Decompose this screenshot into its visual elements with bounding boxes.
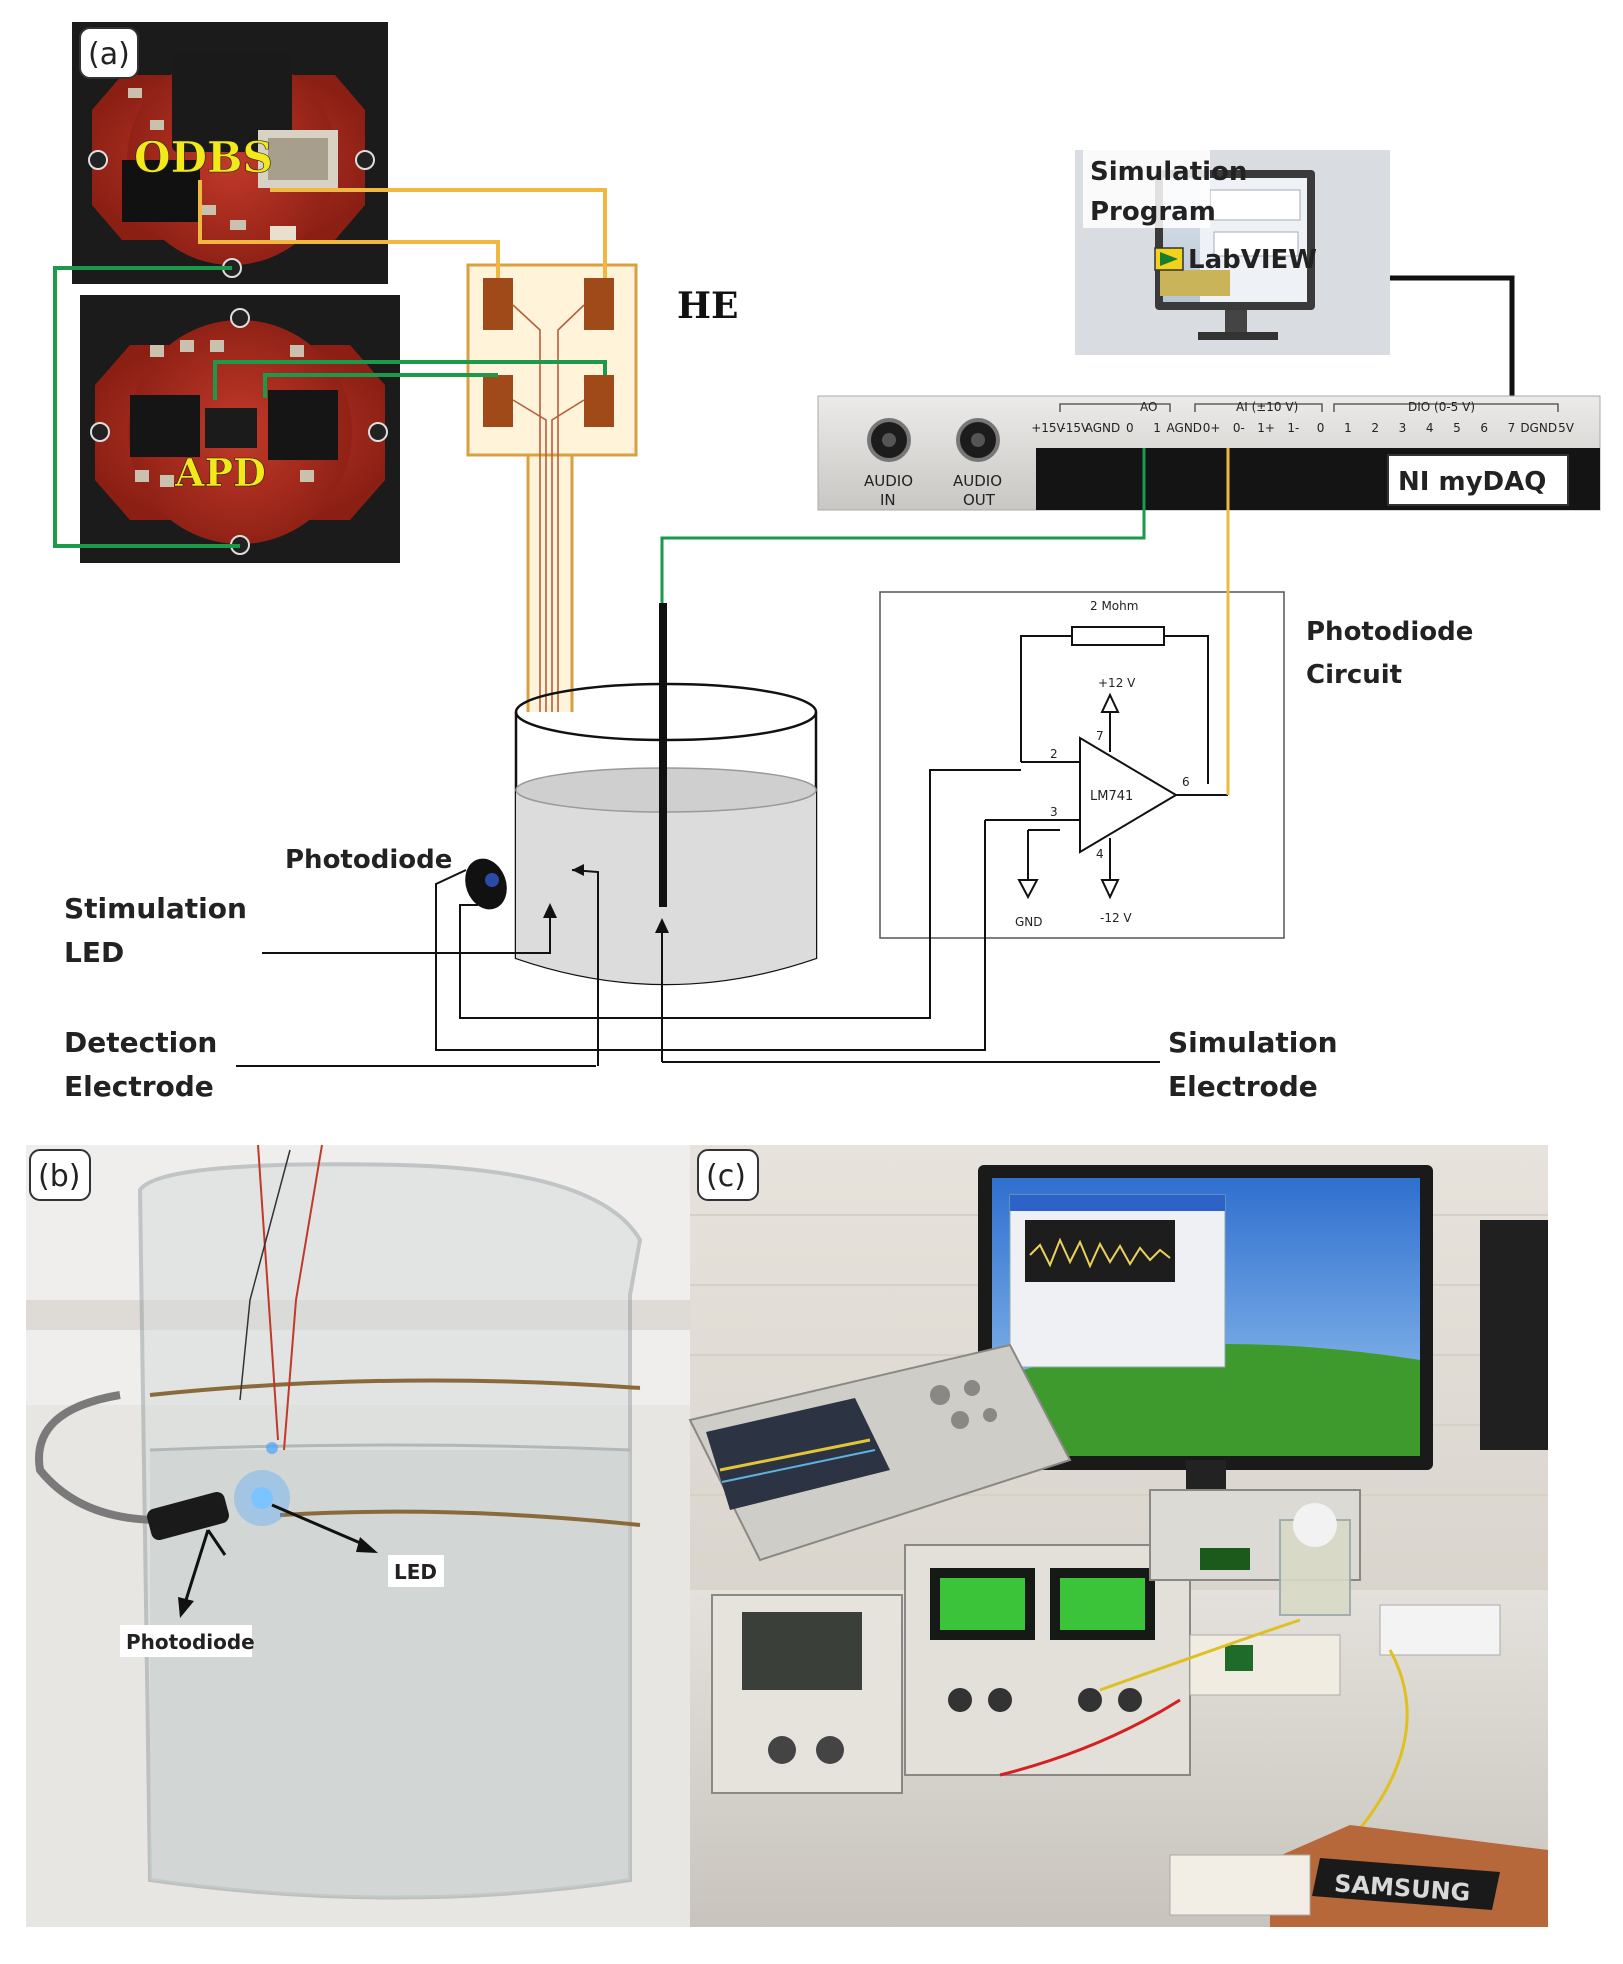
mydaq-pin-label: +15V [1031, 421, 1065, 435]
pin4-label: 4 [1096, 847, 1104, 861]
mydaq-pin-label: 7 [1508, 421, 1516, 435]
pin2-label: 2 [1050, 747, 1058, 761]
panel-c-label: (c) [706, 1159, 746, 1194]
photodiode-circuit [879, 591, 1285, 939]
photodiode-glyph [465, 858, 507, 910]
circuit-title-2: Circuit [1306, 660, 1402, 690]
mydaq-pin-label: 3 [1399, 421, 1407, 435]
photodiode-callout: Photodiode [285, 845, 452, 875]
board-wires [53, 180, 607, 548]
mydaq-pin-label: 1- [1287, 421, 1299, 435]
mydaq-pin-label: DGND [1520, 421, 1557, 435]
mydaq-pin-label: 1 [1153, 421, 1161, 435]
usb-cable [1390, 275, 1515, 396]
callout-arrowheads [543, 864, 669, 933]
labview-label: LabVIEW [1188, 245, 1317, 275]
mydaq-pin-label: 4 [1426, 421, 1434, 435]
mydaq-pin-label: AGND [1085, 421, 1121, 435]
apd-label: APD [174, 450, 266, 495]
labview-logo: LabVIEW [1154, 245, 1317, 275]
mydaq-pin-label: 1 [1344, 421, 1352, 435]
mydaq-pin-label: 5 [1453, 421, 1461, 435]
mydaq-group-ai: AI (±10 V) [1236, 400, 1298, 414]
mydaq-pin-label: 6 [1480, 421, 1488, 435]
mydaq-pin-label: 5V [1558, 421, 1575, 435]
opamp-label: LM741 [1090, 789, 1133, 804]
photo-b [26, 1144, 690, 1927]
panel-a-label: (a) [88, 37, 130, 72]
apd-board-photo [80, 295, 400, 563]
simulation-electrode [659, 603, 667, 907]
odbs-board-photo [72, 22, 388, 284]
det-el-callout-2: Electrode [64, 1070, 214, 1103]
pin6-label: 6 [1182, 775, 1190, 789]
photo-b-photodiode-tag [120, 1625, 252, 1657]
callout-wires [236, 769, 1160, 1067]
vneg-label: -12 V [1100, 911, 1132, 925]
photo-b-photodiode-label: Photodiode [126, 1630, 255, 1654]
mydaq-pin-label: 0 [1126, 421, 1134, 435]
circuit-title-1: Photodiode [1306, 617, 1473, 647]
mydaq-pin-label: -15V [1061, 421, 1090, 435]
mydaq-device [817, 395, 1601, 511]
mydaq-pin-label: 0- [1233, 421, 1245, 435]
sim-el-callout-2: Electrode [1168, 1070, 1318, 1103]
odbs-label: ODBS [134, 133, 273, 182]
audio-in-label-1: AUDIO [864, 472, 913, 490]
resistor-label: 2 Mohm [1090, 599, 1138, 613]
mydaq-group-dio: DIO (0-5 V) [1408, 400, 1475, 414]
sim-program-line2: Program [1090, 197, 1216, 227]
det-el-callout-1: Detection [64, 1026, 217, 1059]
photo-c [688, 1145, 1548, 1927]
mydaq-group-brackets [1059, 403, 1559, 412]
panel-a-label-box: (a) [79, 27, 139, 79]
panel-c-label-box: (c) [697, 1149, 759, 1201]
pin3-label: 3 [1050, 805, 1058, 819]
daq-wires [660, 448, 1230, 795]
vpos-label: +12 V [1098, 676, 1136, 690]
audio-in-label-2: IN [880, 491, 896, 509]
photo-b-led-tag [388, 1555, 444, 1587]
photo-c-monitor-brand: DELL [1188, 1467, 1214, 1478]
panel-b-label-box: (b) [29, 1149, 91, 1201]
panel-b-label: (b) [38, 1159, 80, 1194]
mydaq-group-ao: AO [1140, 400, 1157, 414]
sim-program-line1: Simulation [1090, 157, 1247, 187]
stim-led-callout-1: Stimulation [64, 892, 247, 925]
gnd-label: GND [1015, 915, 1043, 929]
mydaq-pin-label: 0 [1317, 421, 1325, 435]
mydaq-pin-label: 2 [1371, 421, 1379, 435]
mydaq-name: NI myDAQ [1398, 467, 1546, 497]
mydaq-pin-label: 1+ [1257, 421, 1275, 435]
photo-b-led-label: LED [394, 1560, 437, 1584]
mydaq-pin-label: AGND [1167, 421, 1203, 435]
sim-program-box [1083, 150, 1210, 228]
sim-el-callout-1: Simulation [1168, 1026, 1338, 1059]
audio-out-label-1: AUDIO [953, 472, 1002, 490]
audio-out-label-2: OUT [963, 491, 996, 509]
pin7-label: 7 [1096, 729, 1104, 743]
he-label: HE [677, 285, 738, 327]
mydaq-pin-label: 0+ [1203, 421, 1221, 435]
stim-led-callout-2: LED [64, 936, 124, 969]
